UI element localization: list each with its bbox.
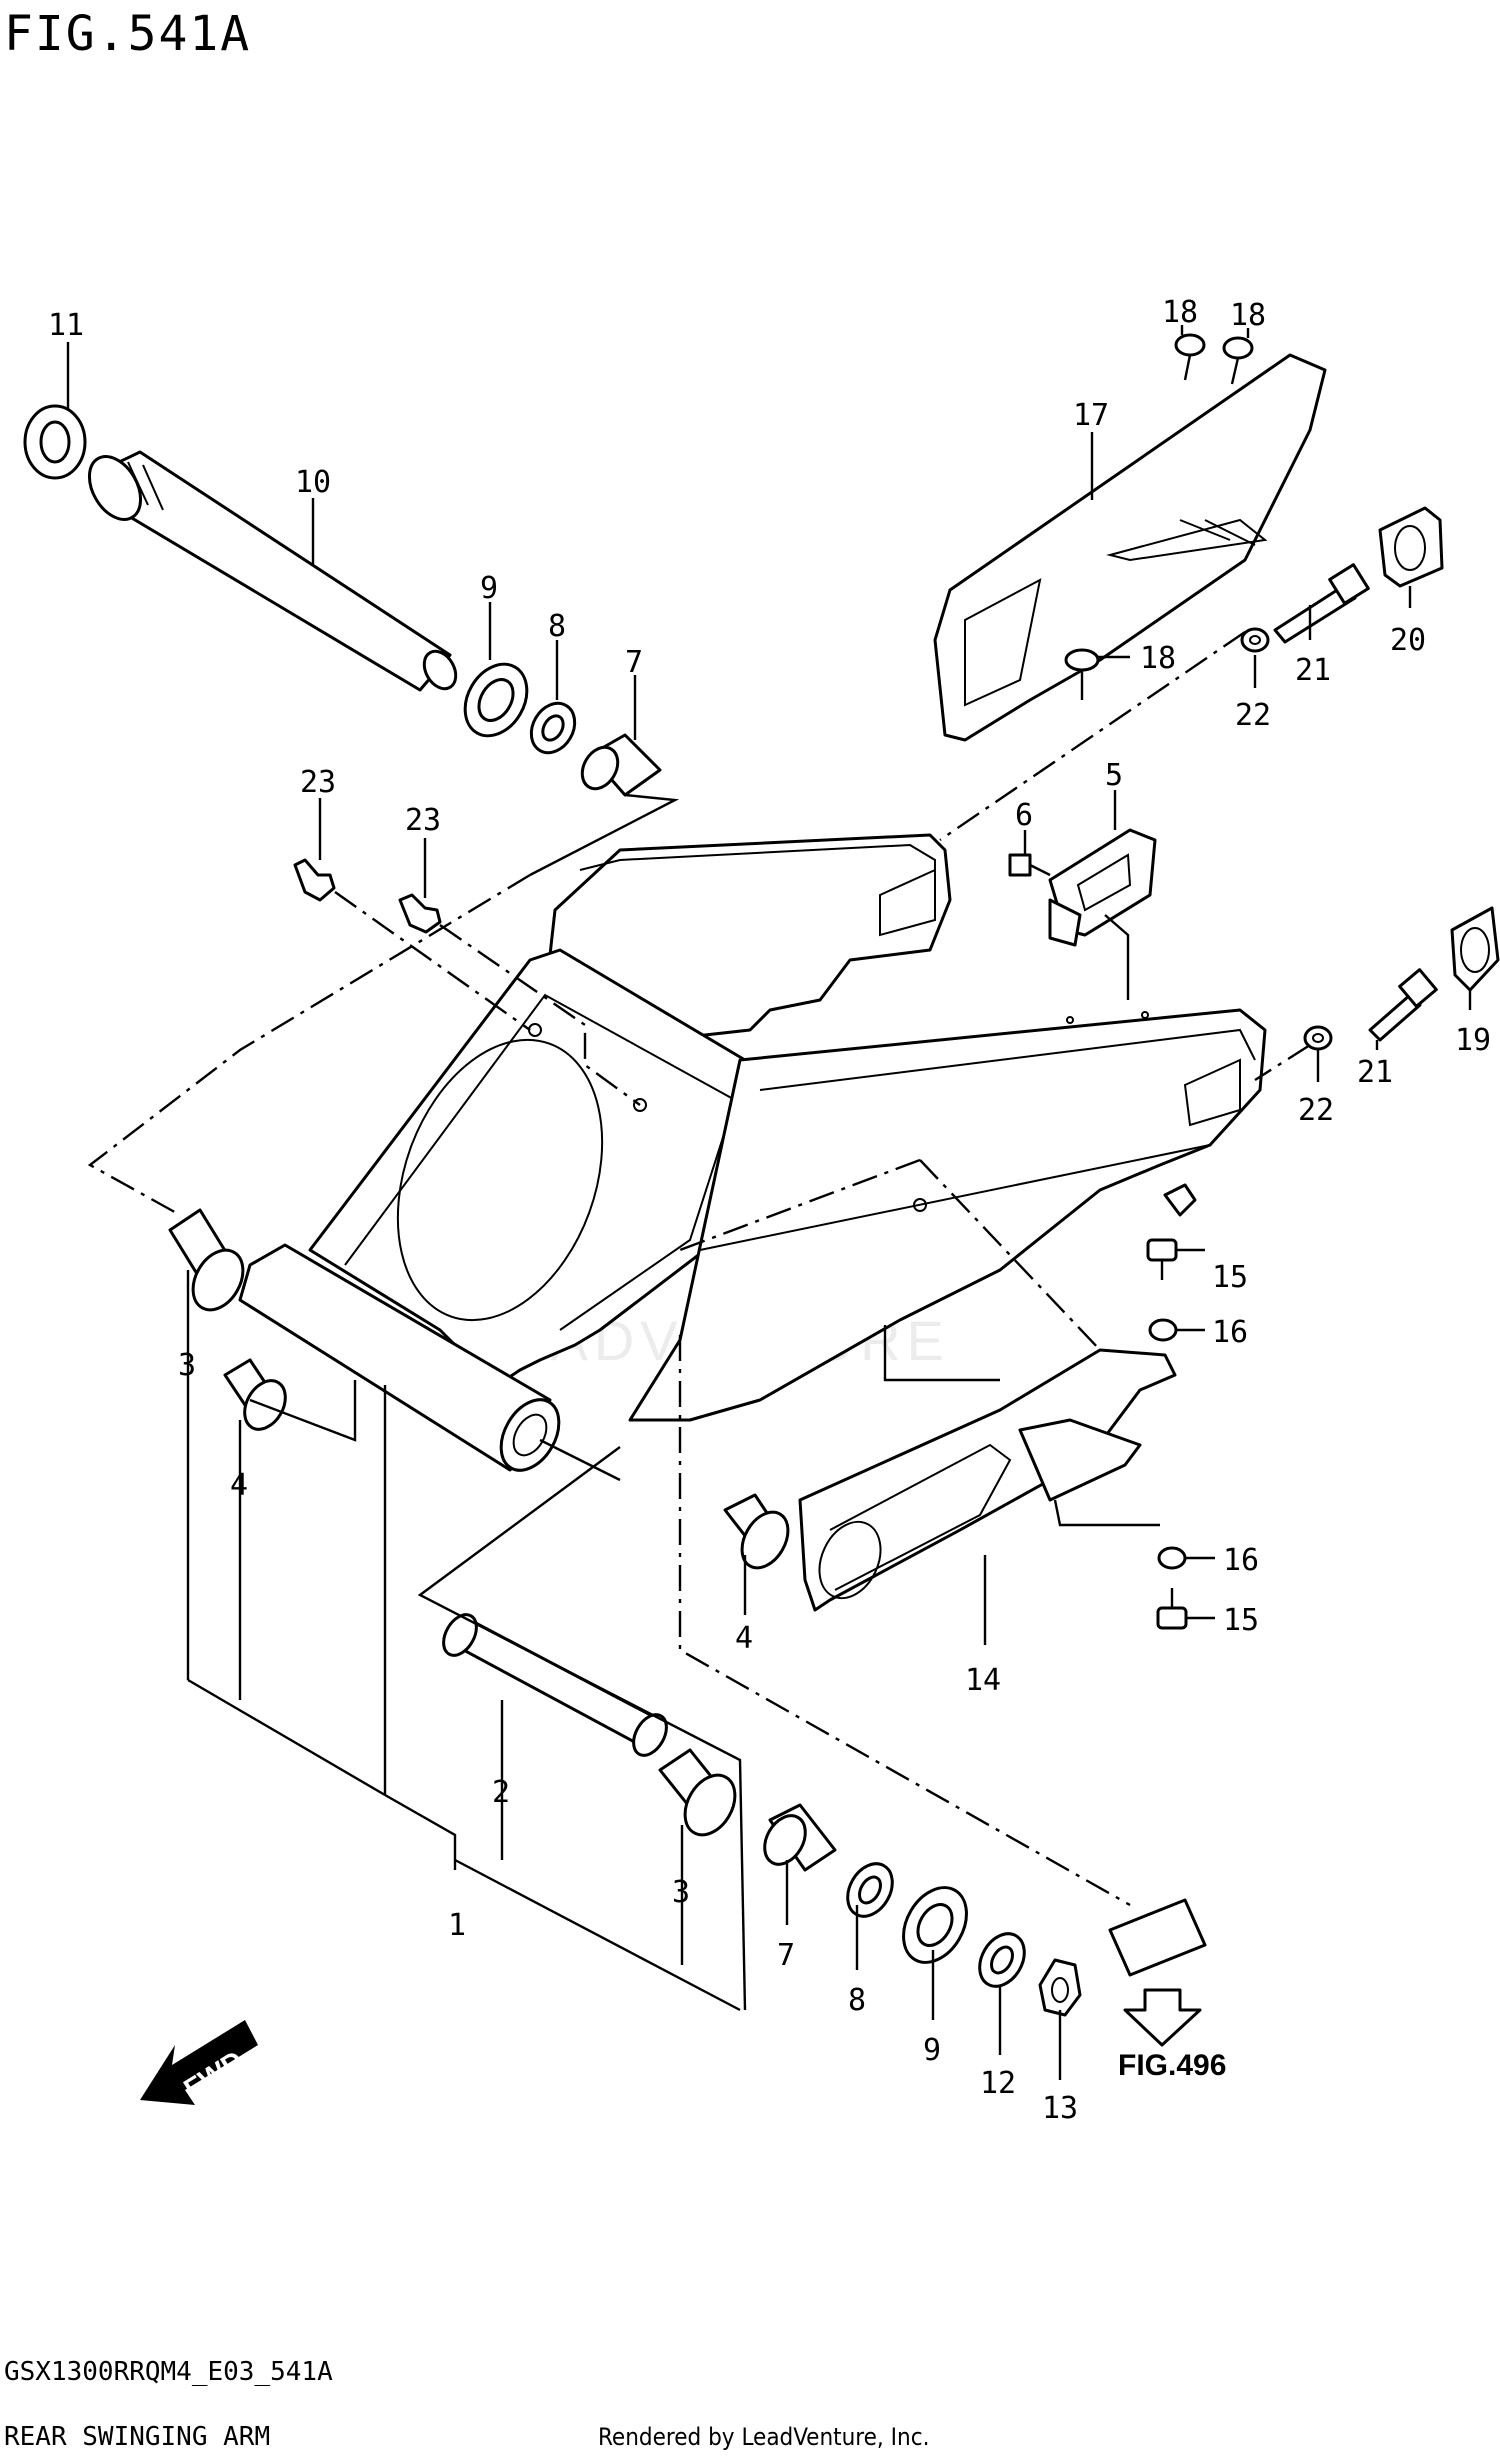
- callout-22a: 22: [1235, 698, 1271, 733]
- part-20-adjuster-end: [1378, 506, 1444, 588]
- callout-15b: 15: [1223, 1603, 1259, 1638]
- callout-23a: 23: [300, 765, 336, 800]
- part-2-spacer: [442, 1613, 668, 1757]
- part-15-bolt-bottom: [1156, 1588, 1188, 1630]
- callout-4a: 4: [230, 1468, 248, 1503]
- callout-11: 11: [48, 308, 84, 343]
- part-21-adjuster-bolt-bottom: [1368, 968, 1438, 1042]
- part-18-screw-c: [1064, 648, 1100, 700]
- callout-7b: 7: [777, 1938, 795, 1973]
- diagram-caption: REAR SWINGING ARM: [4, 2422, 270, 2452]
- part-18-screw-a: [1174, 333, 1206, 381]
- fig-496-arrow: [1123, 1988, 1202, 2047]
- part-23-rivet-b: [398, 893, 442, 934]
- callout-21b: 21: [1357, 1055, 1393, 1090]
- callout-22b: 22: [1298, 1093, 1334, 1128]
- part-15-bolt-top: [1146, 1238, 1178, 1280]
- part-8-washer-top: [529, 701, 577, 755]
- callout-15a: 15: [1212, 1260, 1248, 1295]
- part-7-collar-top: [580, 733, 662, 797]
- part-9-bearing-top: [463, 662, 529, 738]
- leader-lines: [66, 325, 1472, 2080]
- part-19-adjuster-end: [1450, 906, 1500, 992]
- part-10-pivot-shaft: [87, 450, 458, 692]
- callout-19: 19: [1455, 1023, 1491, 1058]
- callout-23b: 23: [405, 803, 441, 838]
- part-12-washer: [978, 1932, 1026, 1988]
- callout-7: 7: [625, 645, 643, 680]
- fig-496-label[interactable]: FIG.496: [1118, 2049, 1226, 2082]
- callout-20: 20: [1390, 623, 1426, 658]
- part-18-screw-b: [1222, 336, 1254, 385]
- callout-16b: 16: [1223, 1543, 1259, 1578]
- callout-8: 8: [548, 609, 566, 644]
- callout-16a: 16: [1212, 1315, 1248, 1350]
- callout-9b: 9: [923, 2033, 941, 2068]
- callout-8b: 8: [848, 1983, 866, 2018]
- callout-3b: 3: [672, 1875, 690, 1910]
- rendered-by: Rendered by LeadVenture, Inc.: [598, 2423, 929, 2451]
- callout-9: 9: [480, 571, 498, 606]
- callout-13: 13: [1042, 2091, 1078, 2126]
- part-4-bearing-left: [223, 1358, 287, 1431]
- part-22-nut-top: [1240, 627, 1270, 653]
- part-17-chain-cover: [933, 353, 1327, 742]
- part-21-adjuster-bolt-top: [1273, 563, 1370, 644]
- part-22-nut-bottom: [1303, 1025, 1333, 1051]
- callout-3a: 3: [178, 1348, 196, 1383]
- fwd-arrow: FWD: [140, 2020, 258, 2105]
- part-6-bolt: [1008, 853, 1051, 877]
- part-14-chain-slider: [798, 1348, 1177, 1612]
- part-4-bearing-right: [723, 1493, 790, 1570]
- callout-21a: 21: [1295, 653, 1331, 688]
- callout-18a: 18: [1162, 295, 1198, 330]
- callout-17: 17: [1073, 398, 1109, 433]
- part-11-cap: [23, 404, 87, 480]
- callout-12: 12: [980, 2066, 1016, 2101]
- callout-6: 6: [1015, 798, 1033, 833]
- part-1-swingarm: [238, 833, 1267, 1472]
- part-3-bearing-bottom: [658, 1748, 737, 1837]
- callout-5: 5: [1105, 758, 1123, 793]
- callouts: 11 10 9 8 7 23 23 18 18 17 18 20 21 22 5…: [48, 295, 1491, 2126]
- callout-1: 1: [448, 1908, 466, 1943]
- part-3-bearing-left: [168, 1208, 245, 1312]
- callout-4b: 4: [735, 1621, 753, 1656]
- model-code: GSX1300RRQM4_E03_541A: [4, 2357, 333, 2387]
- part-16-nut-bottom: [1157, 1546, 1187, 1570]
- callout-14: 14: [965, 1663, 1001, 1698]
- ref-tag: [1108, 1898, 1207, 1977]
- part-16-nut-top: [1148, 1318, 1178, 1342]
- figure-title: FIG.541A: [4, 6, 251, 62]
- callout-10: 10: [295, 465, 331, 500]
- callout-18b: 18: [1230, 298, 1266, 333]
- part-7-collar-bottom: [763, 1803, 837, 1872]
- callout-2: 2: [492, 1775, 510, 1810]
- callout-18c: 18: [1140, 641, 1176, 676]
- part-5-bracket: [1048, 828, 1157, 947]
- part-9-bearing-bottom: [902, 1886, 968, 1964]
- part-8-washer-bottom: [846, 1862, 894, 1918]
- part-23-rivet-a: [293, 858, 336, 902]
- part-13-nut: [1038, 1958, 1082, 2017]
